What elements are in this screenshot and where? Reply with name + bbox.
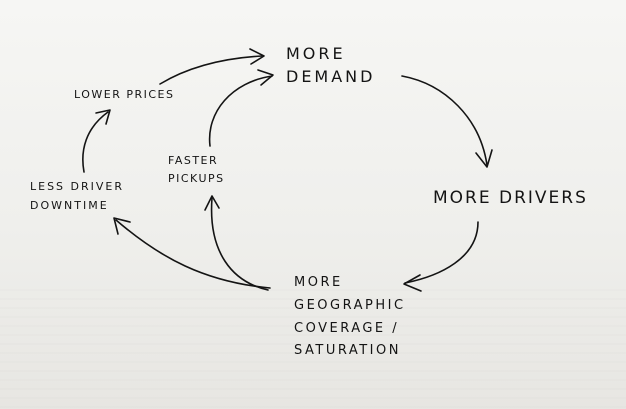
arrow-pickups-to-demand — [208, 75, 273, 147]
arrowhead-drivers-to-geo — [403, 274, 422, 292]
node-label-line: DEMAND — [286, 67, 376, 87]
arrowhead-demand-to-drivers — [475, 149, 493, 168]
node-label-line: MORE DRIVERS — [433, 188, 588, 208]
arrow-geo-to-downtime — [115, 219, 271, 289]
paper-texture — [0, 289, 626, 409]
node-label-line: MORE — [286, 44, 346, 63]
node-more-drivers: MORE DRIVERS — [433, 188, 588, 209]
node-label-line: PICKUPS — [168, 171, 225, 185]
arrowhead-prices-to-demand — [249, 48, 265, 65]
node-more-demand: MORE DEMAND — [286, 42, 375, 88]
node-label-line: COVERAGE / — [294, 320, 400, 336]
node-label-line: FASTER — [168, 154, 219, 167]
arrow-drivers-to-geo — [404, 221, 479, 284]
node-faster-pickups: FASTER PICKUPS — [168, 152, 225, 187]
arrow-demand-to-drivers — [401, 75, 488, 166]
arrowhead-downtime-to-prices — [95, 109, 111, 125]
arrowhead-geo-to-pickups — [204, 195, 220, 211]
node-label-line: SATURATION — [294, 343, 401, 359]
arrow-geo-to-pickups — [210, 197, 269, 291]
arrowhead-geo-to-downtime — [113, 217, 131, 235]
node-label-line: DOWNTIME — [30, 198, 109, 212]
node-label-line: GEOGRAPHIC — [294, 297, 406, 313]
node-less-driver-downtime: LESS DRIVER DOWNTIME — [30, 178, 124, 215]
node-label-line: MORE — [294, 275, 343, 290]
arrow-prices-to-demand — [159, 55, 263, 85]
arrow-downtime-to-prices — [82, 111, 109, 173]
node-more-geographic-coverage: MORE GEOGRAPHIC COVERAGE / SATURATION — [294, 272, 406, 363]
arrowhead-pickups-to-demand — [257, 69, 274, 86]
node-label-line: LOWER PRICES — [74, 88, 175, 101]
node-label-line: LESS DRIVER — [30, 180, 125, 193]
node-lower-prices: LOWER PRICES — [74, 88, 175, 102]
